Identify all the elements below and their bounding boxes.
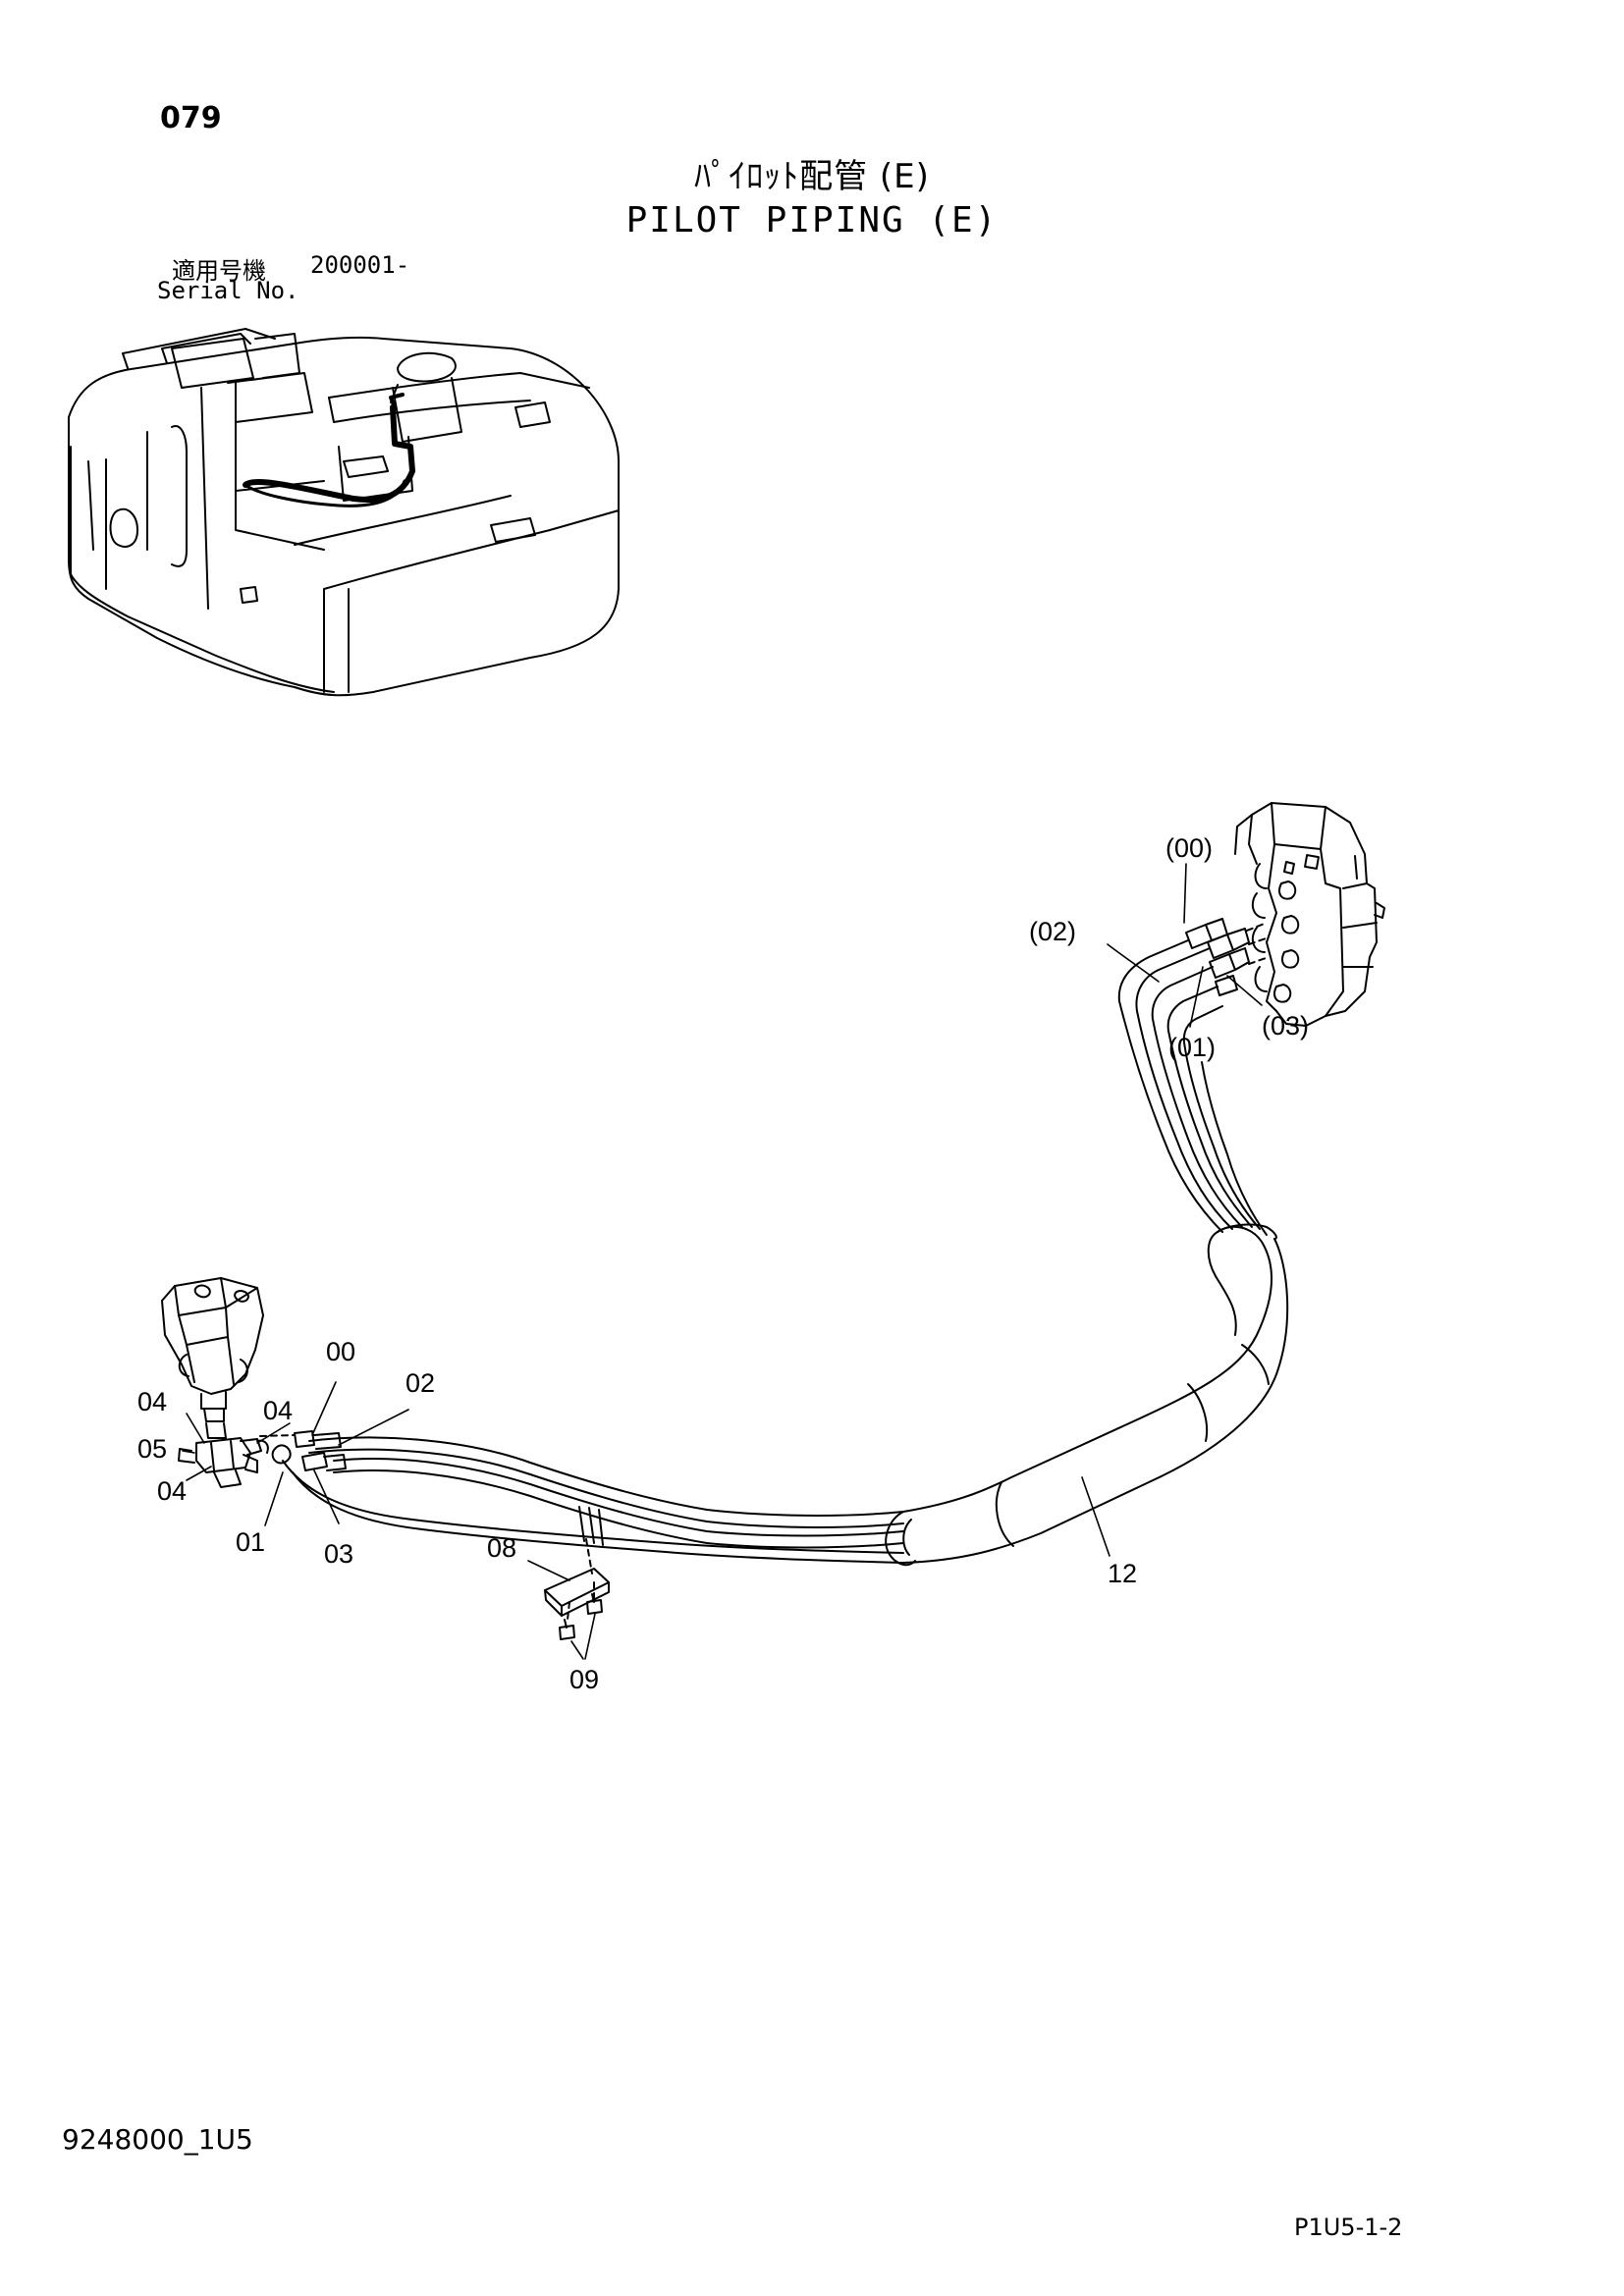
serial-label-english: Serial No. (157, 277, 299, 304)
page-number: 079 (160, 101, 222, 135)
sheet-code: P1U5-1-2 (1294, 2214, 1403, 2241)
pilot-hose-bundle (282, 1430, 904, 1564)
serial-label-japanese: 適用号機 (172, 257, 266, 285)
callout-04-upper-left: 04 (137, 1387, 167, 1416)
document-code: 9248000_1U5 (62, 2123, 253, 2156)
excavator-upperstructure-illustration (68, 328, 620, 697)
callout-03-paren: (03) (1262, 1011, 1309, 1041)
pilot-valve-illustration (161, 1277, 292, 1488)
title-japanese: ﾊﾟｲﾛｯﾄ配管 (E) (694, 157, 930, 196)
bolt-a (559, 1619, 575, 1640)
callout-02-paren: (02) (1029, 917, 1076, 946)
callout-01: 01 (236, 1527, 265, 1557)
callout-05: 05 (137, 1434, 167, 1464)
callout-02: 02 (406, 1368, 435, 1398)
callout-04-upper-right: 04 (263, 1396, 293, 1425)
callout-08: 08 (487, 1533, 516, 1563)
callout-12: 12 (1108, 1559, 1137, 1588)
serial-value: 200001- (310, 251, 410, 279)
callout-00: 00 (326, 1337, 355, 1366)
callout-01-paren: (01) (1168, 1033, 1216, 1062)
callout-00-paren: (00) (1165, 833, 1213, 863)
pilot-valve-connection-line (259, 1434, 296, 1437)
leader-lines (182, 863, 1263, 1660)
hoses-to-control-valve (1117, 918, 1270, 1236)
protective-sleeve (885, 1223, 1289, 1567)
title-english: PILOT PIPING (E) (625, 200, 999, 240)
clamp-bracket (544, 1538, 610, 1621)
callout-09: 09 (569, 1665, 599, 1694)
control-valve-illustration (1234, 802, 1385, 1027)
bolt-b (586, 1593, 603, 1615)
callout-04-lower: 04 (157, 1476, 187, 1506)
callout-03: 03 (324, 1539, 353, 1569)
